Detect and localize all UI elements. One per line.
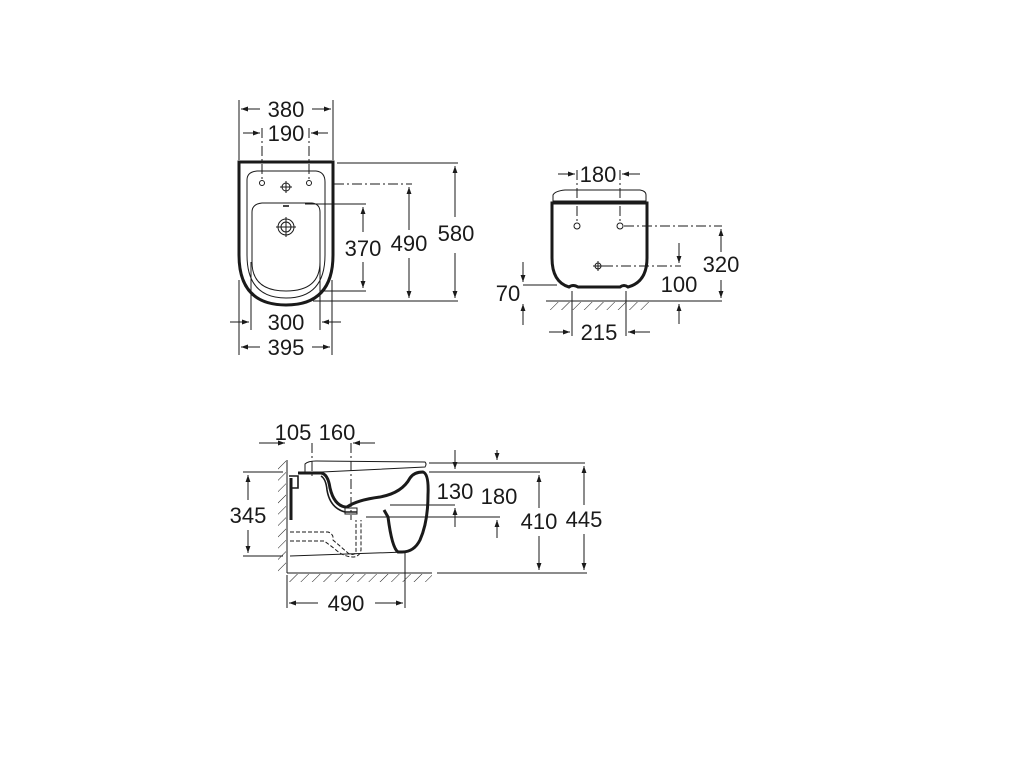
bidet-rear-outline [550,201,649,289]
dim-105: 105 [275,420,312,445]
fixing-hole-left [259,180,265,186]
rear-fixing-right [616,222,624,230]
dim-215: 215 [581,320,618,345]
dim-300: 300 [268,310,305,335]
dim-370: 370 [345,236,382,261]
side-view: 105 160 345 130 180 410 445 490 [230,420,603,616]
trap-hidden [290,520,362,558]
rear-view: 180 320 100 70 215 [496,162,740,345]
bowl-outline [251,202,321,292]
seat-outline [552,189,647,202]
fixing-hole-right [306,180,312,186]
dim-345: 345 [230,503,267,528]
rear-fixing-left [573,222,581,230]
side-seat [304,460,427,473]
bidet-side-outline [298,470,430,554]
dim-180-rear: 180 [580,162,617,187]
dim-490-side: 490 [328,591,365,616]
dim-395: 395 [268,335,305,360]
dim-70: 70 [496,281,520,306]
dim-490-top: 490 [391,231,428,256]
dim-380: 380 [268,97,305,122]
bidet-top-outline [237,160,335,307]
dim-160: 160 [319,420,356,445]
dim-190: 190 [268,121,305,146]
top-view: 380 190 580 490 370 300 395 [230,97,474,360]
dim-130: 130 [437,479,474,504]
dim-100: 100 [661,272,698,297]
dim-410: 410 [521,509,558,534]
dim-580: 580 [438,221,475,246]
dim-180-side: 180 [481,484,518,509]
dim-445: 445 [566,507,603,532]
dim-320: 320 [703,252,740,277]
